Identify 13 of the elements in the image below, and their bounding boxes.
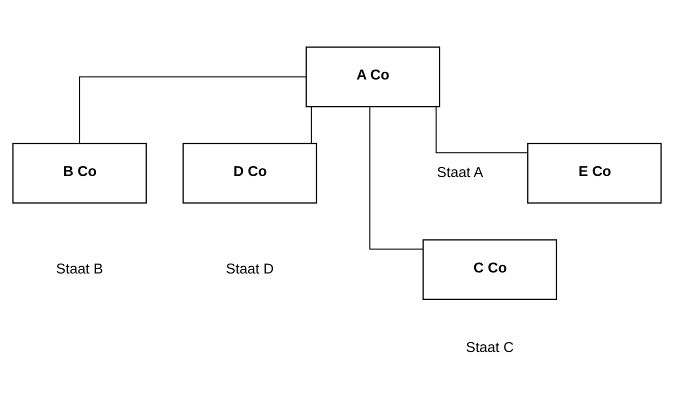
node-box: B Co — [12, 142, 147, 204]
label: Staat C — [466, 340, 514, 356]
connector — [436, 106, 528, 154]
connector — [369, 106, 424, 250]
connector — [79, 76, 306, 144]
label: Staat D — [226, 261, 274, 278]
label: Staat B — [56, 261, 104, 278]
connector — [310, 106, 312, 144]
node-box: A Co — [306, 46, 440, 108]
label: Staat A — [436, 165, 484, 182]
node-box: D Co — [182, 142, 318, 204]
node-box: E Co — [527, 142, 662, 204]
node-box: C Co — [422, 239, 558, 300]
